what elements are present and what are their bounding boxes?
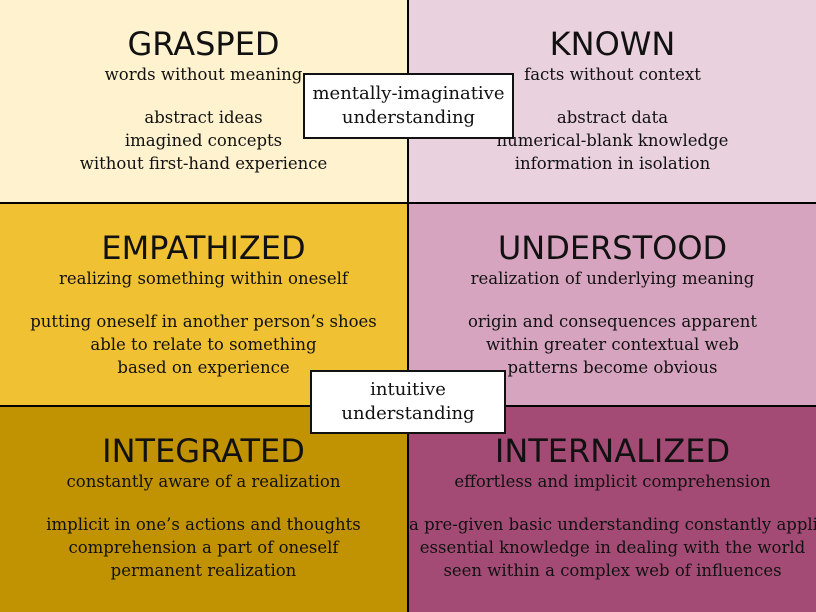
quadrant-line: patterns become obvious <box>507 358 718 377</box>
quadrant-line: abstract data <box>556 108 669 127</box>
quadrant-line: comprehension a part of oneself <box>68 538 339 557</box>
quadrant-title: INTEGRATED <box>102 432 305 470</box>
label-line: intuitive <box>370 379 446 400</box>
quadrant-subtitle: facts without context <box>524 65 701 84</box>
quadrant-line: origin and consequences apparent <box>467 312 758 331</box>
quadrant-subtitle: words without meaning <box>104 65 303 84</box>
quadrant-line: numerical-blank knowledge <box>496 131 729 150</box>
quadrant-title: EMPATHIZED <box>101 229 306 267</box>
label-mentally-imaginative-understanding: mentally-imaginative understanding <box>303 73 514 139</box>
label-line: understanding <box>341 403 475 424</box>
quadrant-line: a pre-given basic understanding constant… <box>409 515 816 534</box>
quadrant-line: putting oneself in another person’s shoe… <box>30 312 377 331</box>
quadrant-line: essential knowledge in dealing with the … <box>419 538 806 557</box>
quadrant-line: information in isolation <box>514 154 711 173</box>
quadrant-line: implicit in one’s actions and thoughts <box>46 515 361 534</box>
quadrant-line: based on experience <box>117 358 290 377</box>
quadrant-integrated: INTEGRATED constantly aware of a realiza… <box>0 407 407 612</box>
quadrant-title: KNOWN <box>549 25 676 63</box>
quadrant-line: permanent realization <box>110 561 297 580</box>
quadrant-line: within greater contextual web <box>486 335 739 354</box>
label-intuitive-understanding: intuitive understanding <box>310 370 506 434</box>
quadrant-subtitle: realization of underlying meaning <box>470 269 755 288</box>
quadrant-subtitle: realizing something within oneself <box>59 269 348 288</box>
quadrant-line: without first-hand experience <box>79 154 328 173</box>
quadrant-subtitle: constantly aware of a realization <box>66 472 341 491</box>
quadrant-internalized: INTERNALIZED effortless and implicit com… <box>409 407 816 612</box>
quadrant-title: GRASPED <box>127 25 280 63</box>
quadrant-subtitle: effortless and implicit comprehension <box>454 472 771 491</box>
quadrant-title: INTERNALIZED <box>494 432 731 470</box>
quadrant-line: imagined concepts <box>124 131 283 150</box>
label-line: understanding <box>341 107 476 128</box>
quadrant-line: able to relate to something <box>90 335 317 354</box>
label-line: mentally-imaginative <box>312 83 505 104</box>
quadrant-line: abstract ideas <box>144 108 263 127</box>
quadrant-title: UNDERSTOOD <box>497 229 728 267</box>
quadrant-line: seen within a complex web of influences <box>443 561 782 580</box>
